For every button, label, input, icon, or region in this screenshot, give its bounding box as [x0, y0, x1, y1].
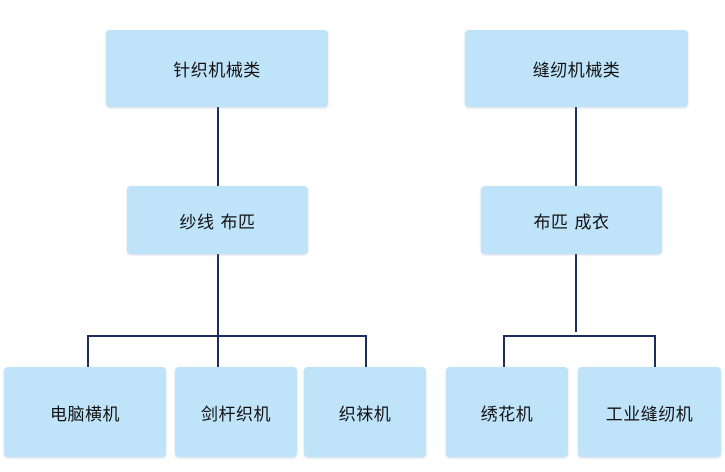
- node-industrial-sewing: 工业缝纫机: [578, 367, 721, 457]
- node-rapier-loom: 剑杆织机: [175, 367, 297, 457]
- connector-left-branch-bar: [87, 335, 367, 337]
- node-yarn-fabric-label: 纱线 布匹: [179, 212, 256, 233]
- node-embroidery: 绣花机: [446, 367, 568, 457]
- node-fabric-garment: 布匹 成衣: [481, 186, 662, 254]
- node-computer-flat-knitting-label: 电脑横机: [50, 404, 120, 425]
- connector-to-industrial-sewing: [654, 335, 656, 367]
- node-yarn-fabric: 纱线 布匹: [127, 186, 308, 254]
- node-sewing-machinery-label: 缝纫机械类: [532, 61, 621, 81]
- node-fabric-garment-label: 布匹 成衣: [533, 212, 610, 233]
- connector-to-embroidery: [503, 335, 505, 367]
- node-rapier-loom-label: 剑杆织机: [201, 404, 271, 425]
- node-computer-flat-knitting: 电脑横机: [4, 367, 166, 457]
- node-sewing-machinery: 缝纫机械类: [465, 30, 688, 107]
- connector-to-sock-knitting: [365, 335, 367, 367]
- connector-sewing-to-fabric: [575, 107, 577, 186]
- connector-fabric-to-branch: [575, 254, 577, 332]
- node-industrial-sewing-label: 工业缝纫机: [605, 404, 694, 425]
- node-knitting-machinery: 针织机械类: [106, 30, 328, 107]
- connector-to-computer-flat-knitting: [87, 335, 89, 367]
- node-knitting-machinery-label: 针织机械类: [173, 61, 261, 81]
- node-sock-knitting-label: 织袜机: [338, 404, 392, 425]
- connector-yarn-to-branch: [217, 254, 219, 367]
- connector-right-branch-bar: [503, 335, 656, 337]
- connector-knitting-to-yarn: [217, 107, 219, 186]
- node-sock-knitting: 织袜机: [304, 367, 426, 457]
- node-embroidery-label: 绣花机: [480, 404, 534, 425]
